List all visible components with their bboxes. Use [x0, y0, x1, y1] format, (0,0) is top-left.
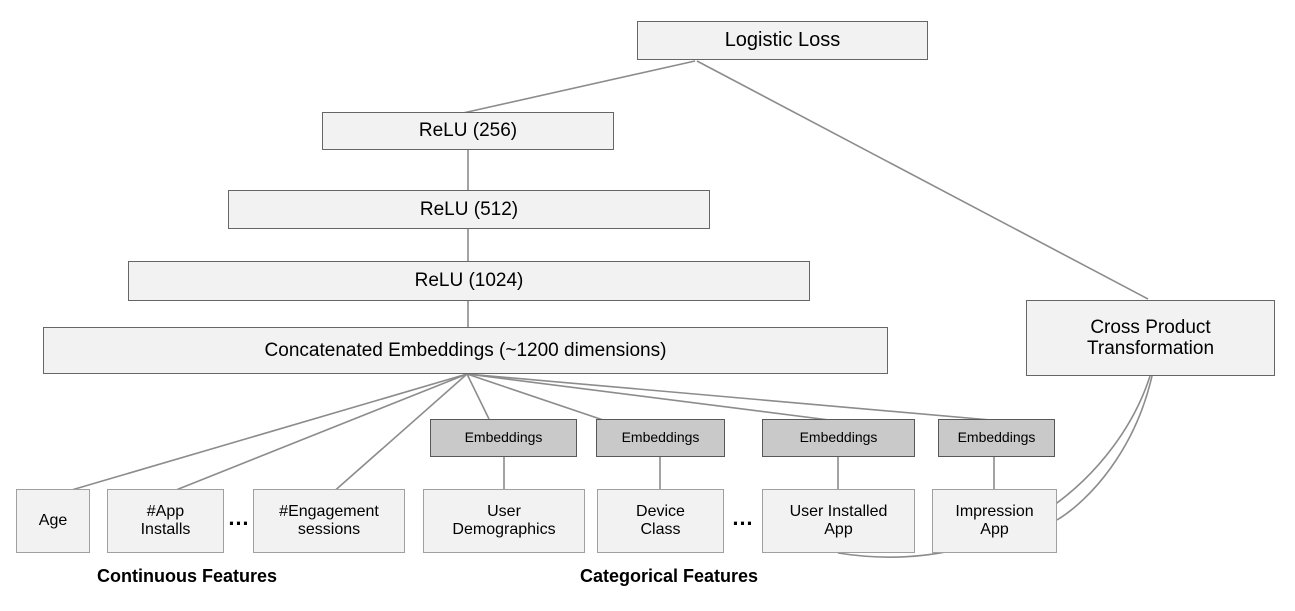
caption-continuous-features: Continuous Features [97, 566, 277, 587]
node-embeddings-impression-app[interactable]: Embeddings [938, 419, 1055, 457]
node-feature-device-class[interactable]: Device Class [597, 489, 724, 553]
node-logistic-loss[interactable]: Logistic Loss [637, 21, 928, 60]
node-feature-impression-app-label: Impression App [955, 503, 1034, 538]
node-embeddings-device-class[interactable]: Embeddings [596, 419, 725, 457]
node-feature-user-installed-app[interactable]: User Installed App [762, 489, 915, 553]
node-feature-app-installs[interactable]: #App Installs [107, 489, 224, 553]
node-relu-1024-label: ReLU (1024) [414, 270, 524, 292]
ellipsis-categorical-features-label: … [731, 505, 755, 530]
node-relu-512[interactable]: ReLU (512) [228, 190, 710, 229]
node-logistic-loss-label: Logistic Loss [724, 29, 841, 52]
node-feature-engagement-sessions-label: #Engagement sessions [279, 503, 379, 538]
ellipsis-continuous-features: … [226, 503, 252, 533]
node-feature-age[interactable]: Age [16, 489, 90, 553]
edge-loss-to-relu256 [462, 60, 696, 114]
edge-concat-to-emb-user-app [466, 373, 838, 422]
ellipsis-categorical-features: … [728, 503, 758, 533]
node-embeddings-user-demographics-label: Embeddings [464, 429, 543, 446]
edge-concat-to-emb-impr-app [466, 373, 1003, 422]
edge-concat-to-emb-user-demo [466, 373, 490, 420]
node-concatenated-embeddings-label: Concatenated Embeddings (~1200 dimension… [264, 339, 667, 361]
edge-concat-to-emb-device [466, 373, 613, 424]
node-feature-device-class-label: Device Class [636, 503, 685, 538]
node-feature-user-installed-app-label: User Installed App [789, 503, 888, 538]
node-relu-512-label: ReLU (512) [419, 198, 519, 220]
node-feature-user-demographics-label: User Demographics [452, 503, 556, 538]
node-cross-product-transformation-label: Cross Product Transformation [1086, 316, 1215, 359]
node-embeddings-impression-app-label: Embeddings [957, 429, 1036, 446]
node-embeddings-user-installed-app-label: Embeddings [799, 429, 878, 446]
node-feature-app-installs-label: #App Installs [140, 503, 191, 538]
node-concatenated-embeddings[interactable]: Concatenated Embeddings (~1200 dimension… [43, 327, 888, 374]
node-cross-product-transformation[interactable]: Cross Product Transformation [1026, 300, 1275, 376]
node-relu-256-label: ReLU (256) [418, 120, 518, 142]
node-feature-impression-app[interactable]: Impression App [932, 489, 1057, 553]
node-feature-user-demographics[interactable]: User Demographics [423, 489, 585, 553]
node-embeddings-device-class-label: Embeddings [621, 429, 700, 446]
edge-cross-product-to-impression-app [1056, 375, 1153, 521]
node-relu-256[interactable]: ReLU (256) [322, 112, 614, 150]
node-feature-engagement-sessions[interactable]: #Engagement sessions [253, 489, 405, 553]
ellipsis-continuous-features-label: … [227, 505, 251, 530]
node-embeddings-user-installed-app[interactable]: Embeddings [762, 419, 915, 457]
caption-categorical-features: Categorical Features [580, 566, 758, 587]
node-embeddings-user-demographics[interactable]: Embeddings [430, 419, 577, 457]
caption-categorical-features-label: Categorical Features [580, 566, 759, 586]
node-relu-1024[interactable]: ReLU (1024) [128, 261, 810, 301]
edge-concat-to-app-installs [165, 373, 468, 495]
caption-continuous-features-label: Continuous Features [97, 566, 278, 586]
node-feature-age-label: Age [38, 512, 68, 530]
edge-concat-to-age [57, 373, 468, 495]
